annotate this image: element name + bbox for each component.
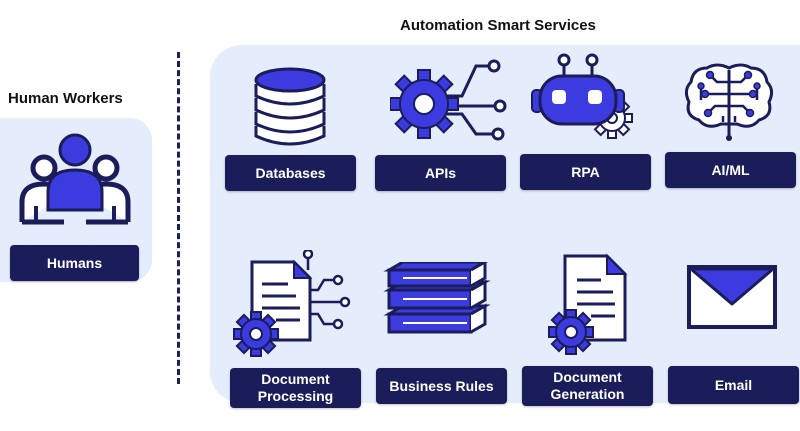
apis-tile: APIs — [375, 155, 506, 191]
humans-label: Humans — [46, 254, 103, 271]
document-processing-label: Document Processing — [257, 371, 334, 404]
document-generation-tile: Document Generation — [522, 366, 653, 406]
databases-tile: Databases — [225, 155, 356, 191]
section-divider — [177, 52, 180, 384]
rpa-label: RPA — [571, 163, 600, 180]
gear-network-icon — [390, 59, 507, 141]
apis-label: APIs — [424, 164, 457, 181]
envelope-icon — [687, 265, 777, 329]
document-generation-label: Document Generation — [550, 369, 625, 402]
brain-circuit-icon — [684, 63, 774, 141]
document-gear-icon — [548, 253, 628, 355]
databases-label: Databases — [255, 164, 326, 181]
ai-ml-tile: AI/ML — [665, 152, 796, 188]
rpa-tile: RPA — [520, 154, 651, 190]
ai-ml-label: AI/ML — [711, 161, 750, 178]
database-icon — [254, 67, 326, 146]
document-processing-tile: Document Processing — [230, 368, 361, 408]
email-tile: Email — [668, 366, 799, 404]
business-rules-label: Business Rules — [389, 377, 494, 394]
people-group-icon — [19, 133, 131, 225]
document-gear-network-icon — [233, 250, 351, 357]
books-icon — [383, 262, 491, 334]
automation-services-heading: Automation Smart Services — [400, 17, 596, 34]
email-label: Email — [714, 376, 753, 393]
human-workers-heading: Human Workers — [8, 90, 123, 107]
robot-icon — [531, 53, 633, 139]
business-rules-tile: Business Rules — [376, 368, 507, 404]
humans-tile: Humans — [10, 245, 139, 281]
